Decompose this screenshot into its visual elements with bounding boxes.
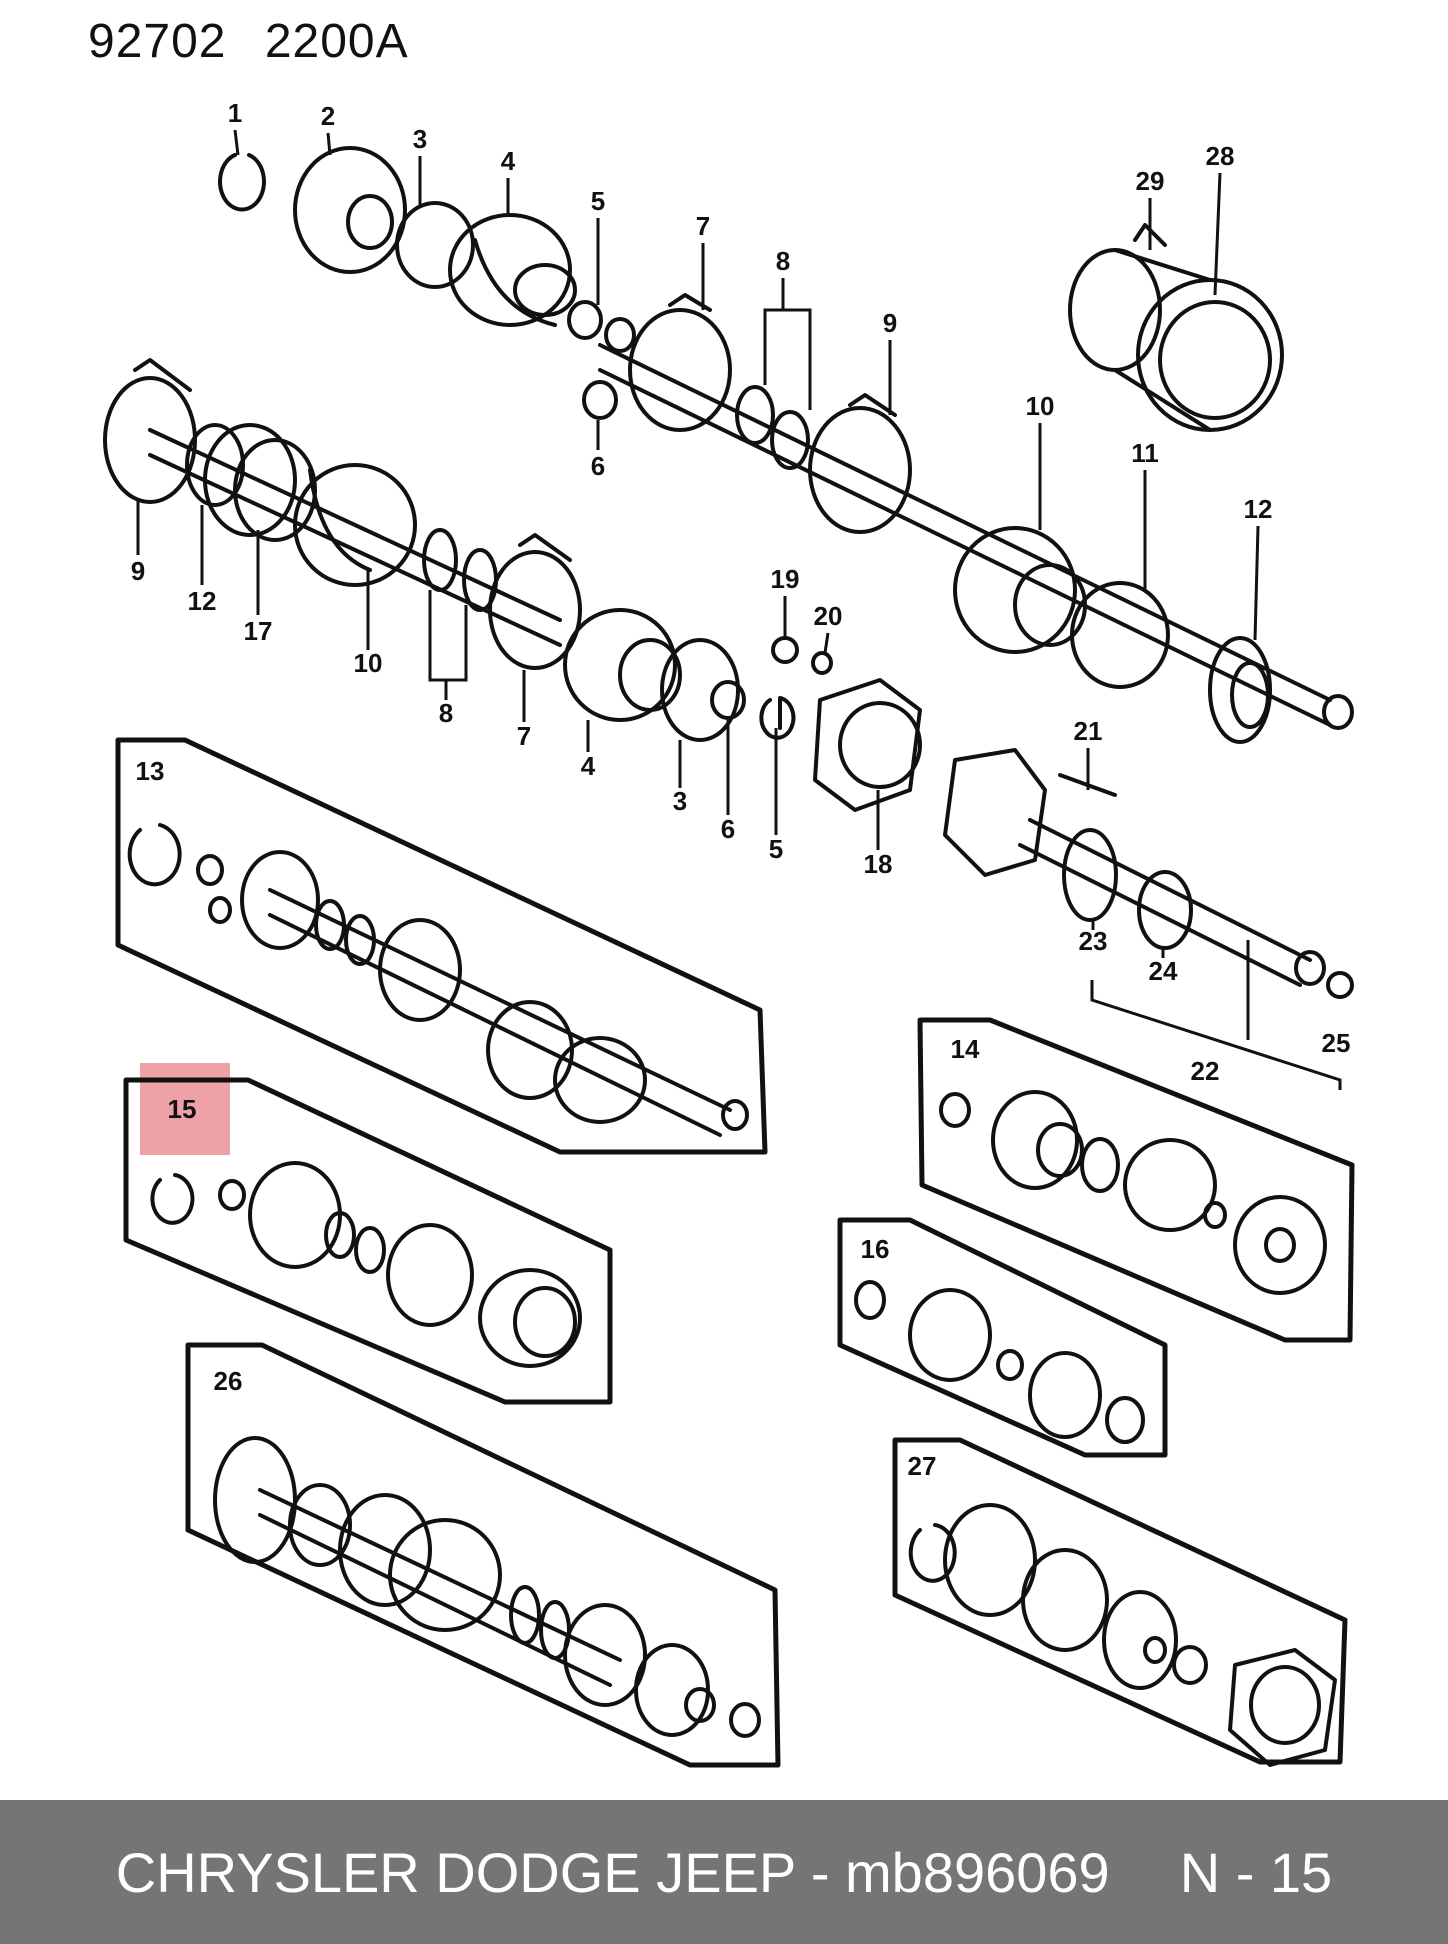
callout-9: 9	[883, 308, 897, 338]
callout-13: 13	[136, 756, 165, 786]
header-code-1: 92702	[88, 15, 227, 68]
flange-shaft-21-25	[943, 748, 1354, 1090]
callout-25: 25	[1322, 1028, 1351, 1058]
left-shaft-assembly	[103, 358, 796, 742]
callout-12-left: 12	[188, 586, 217, 616]
callout-4-left: 4	[581, 751, 596, 781]
footer-bar: CHRYSLER DODGE JEEP - mb896069 N - 15	[0, 1800, 1448, 1944]
callout-20: 20	[814, 601, 843, 631]
callout-1: 1	[228, 98, 242, 128]
leader-lines	[136, 129, 1260, 1040]
callout-24: 24	[1149, 956, 1178, 986]
callout-11: 11	[1131, 438, 1159, 468]
callout-10-left: 10	[354, 648, 383, 678]
kit-box-14	[917, 1017, 1355, 1343]
callout-28: 28	[1206, 141, 1235, 171]
small-parts-19-20	[771, 636, 833, 675]
callout-16: 16	[861, 1234, 890, 1264]
callout-17: 17	[244, 616, 273, 646]
callout-4: 4	[501, 146, 516, 176]
footer-page-ref: N - 15	[1179, 1840, 1333, 1904]
callout-labels: 1 2 3 4 5 7 8 9 29 28 6 10 11 12 9 12 17…	[131, 98, 1351, 1481]
callout-14: 14	[951, 1034, 980, 1064]
callout-27: 27	[908, 1451, 937, 1481]
exploded-parts-diagram: 1 2 3 4 5 7 8 9 29 28 6 10 11 12 9 12 17…	[103, 98, 1355, 1768]
callout-7-left: 7	[517, 721, 531, 751]
diagram-header: 92702 2200A	[88, 14, 409, 69]
kit-box-26	[185, 1342, 781, 1768]
callout-19: 19	[771, 564, 800, 594]
callout-18: 18	[864, 849, 893, 879]
callout-15: 15	[168, 1094, 197, 1124]
kit-box-15	[123, 1077, 613, 1405]
boot-kit-28-29	[1068, 223, 1284, 432]
kit-box-16	[837, 1217, 1168, 1458]
callout-10: 10	[1026, 391, 1055, 421]
callout-23: 23	[1079, 926, 1108, 956]
callout-3: 3	[413, 124, 427, 154]
callout-12: 12	[1244, 494, 1273, 524]
footer-part-info: CHRYSLER DODGE JEEP - mb896069	[115, 1840, 1110, 1904]
callout-22: 22	[1191, 1056, 1220, 1086]
callout-2: 2	[321, 101, 335, 131]
callout-3-left: 3	[673, 786, 687, 816]
kit-box-13	[115, 737, 768, 1155]
callout-5-left: 5	[769, 834, 783, 864]
callout-6-left: 6	[721, 814, 735, 844]
callout-29: 29	[1136, 166, 1165, 196]
callout-26: 26	[214, 1366, 243, 1396]
header-code-2: 2200A	[264, 15, 409, 68]
callout-8: 8	[776, 246, 790, 276]
hub-18	[813, 678, 922, 812]
callout-7: 7	[696, 211, 710, 241]
callout-6: 6	[591, 451, 605, 481]
callout-8-left: 8	[439, 698, 453, 728]
callout-5: 5	[591, 186, 605, 216]
callout-9-left: 9	[131, 556, 145, 586]
main-shaft-assembly	[218, 146, 1354, 744]
callout-21: 21	[1074, 716, 1103, 746]
kit-box-27	[892, 1437, 1348, 1767]
